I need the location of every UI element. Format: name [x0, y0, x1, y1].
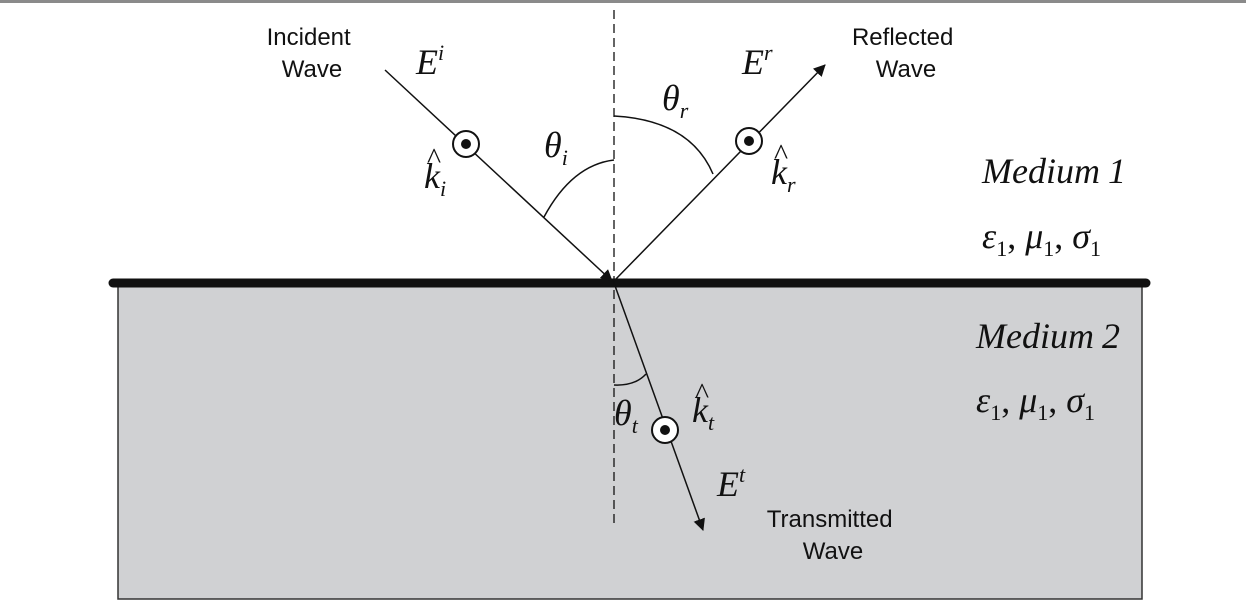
- theta-r-arc: [613, 115, 714, 175]
- transmitted-ray: [613, 282, 705, 531]
- medium-2-region: [117, 284, 1143, 600]
- medium-1-params: ε1, μ1, σ1: [982, 216, 1101, 261]
- svg-text:ki: ki: [424, 156, 446, 201]
- transmitted-wave-label: Transmitted Wave: [767, 506, 899, 565]
- medium-2-params: ε1, μ1, σ1: [976, 380, 1095, 425]
- reflected-field-label: Er: [741, 40, 773, 82]
- incident-wave-label: Incident Wave: [267, 24, 358, 83]
- svg-text:kt: kt: [692, 390, 715, 435]
- theta-i-label: θi: [544, 125, 568, 170]
- theta-r-label: θr: [662, 78, 689, 123]
- svg-text:^: ^: [427, 142, 441, 175]
- reflected-wave-label: Reflected Wave: [852, 24, 960, 83]
- reflected-field-out-of-page-icon: [735, 127, 763, 155]
- transmitted-field-label: Et: [716, 462, 746, 504]
- transmitted-wave-vector-label: ^ kt: [692, 377, 715, 435]
- reflected-ray: [613, 64, 826, 282]
- svg-text:^: ^: [695, 377, 709, 410]
- transmitted-field-out-of-page-icon: [651, 416, 679, 444]
- incident-field-out-of-page-icon: [452, 130, 480, 158]
- incident-field-label: Ei: [415, 40, 444, 82]
- top-rule: [0, 0, 1246, 3]
- svg-text:^: ^: [774, 138, 788, 171]
- incident-ray: [384, 69, 613, 282]
- reflected-wave-vector-label: ^ kr: [771, 138, 796, 197]
- svg-text:kr: kr: [771, 152, 796, 197]
- theta-t-arc: [613, 373, 647, 386]
- theta-t-label: θt: [614, 393, 639, 438]
- theta-i-arc: [543, 159, 615, 218]
- incident-wave-vector-label: ^ ki: [424, 142, 446, 201]
